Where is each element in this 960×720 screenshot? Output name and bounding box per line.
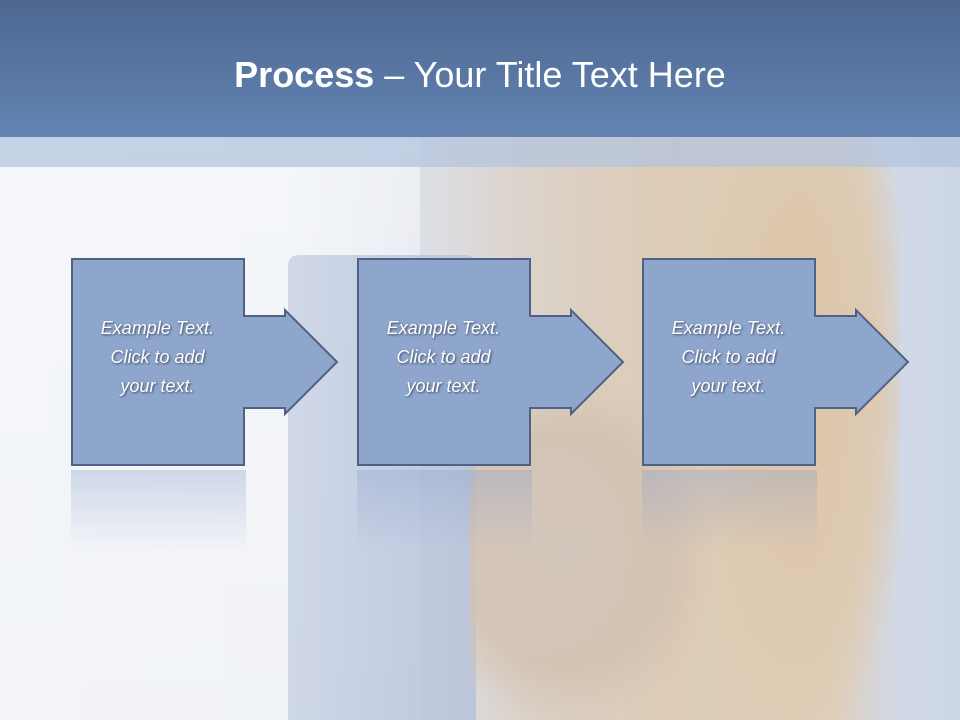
process-step-3[interactable]: Example Text. Click to add your text.	[642, 258, 920, 466]
process-step-3-reflection	[642, 470, 817, 550]
title-bold: Process	[234, 54, 375, 95]
title-rest: – Your Title Text Here	[374, 54, 726, 95]
title-bar-band	[0, 137, 960, 167]
process-step-1-reflection	[71, 470, 246, 550]
process-step-2-reflection	[357, 470, 532, 550]
step-text-line: your text.	[120, 376, 195, 396]
process-step-1-shape	[71, 258, 339, 466]
step-text-line: your text.	[406, 376, 481, 396]
title-bar	[0, 0, 960, 137]
step-text-line: Click to add	[396, 347, 491, 367]
process-step-2[interactable]: Example Text. Click to add your text.	[357, 258, 635, 466]
process-step-1[interactable]: Example Text. Click to add your text.	[71, 258, 349, 466]
process-step-1-text[interactable]: Example Text. Click to add your text.	[71, 314, 244, 401]
step-text-line: Example Text.	[671, 318, 786, 338]
process-step-3-shape	[642, 258, 910, 466]
process-step-2-text[interactable]: Example Text. Click to add your text.	[357, 314, 530, 401]
step-text-line: Click to add	[110, 347, 205, 367]
step-text-line: your text.	[691, 376, 766, 396]
step-text-line: Example Text.	[100, 318, 215, 338]
process-step-3-text[interactable]: Example Text. Click to add your text.	[642, 314, 815, 401]
step-text-line: Click to add	[681, 347, 776, 367]
slide-title[interactable]: Process – Your Title Text Here	[0, 50, 960, 100]
step-text-line: Example Text.	[386, 318, 501, 338]
process-step-2-shape	[357, 258, 625, 466]
